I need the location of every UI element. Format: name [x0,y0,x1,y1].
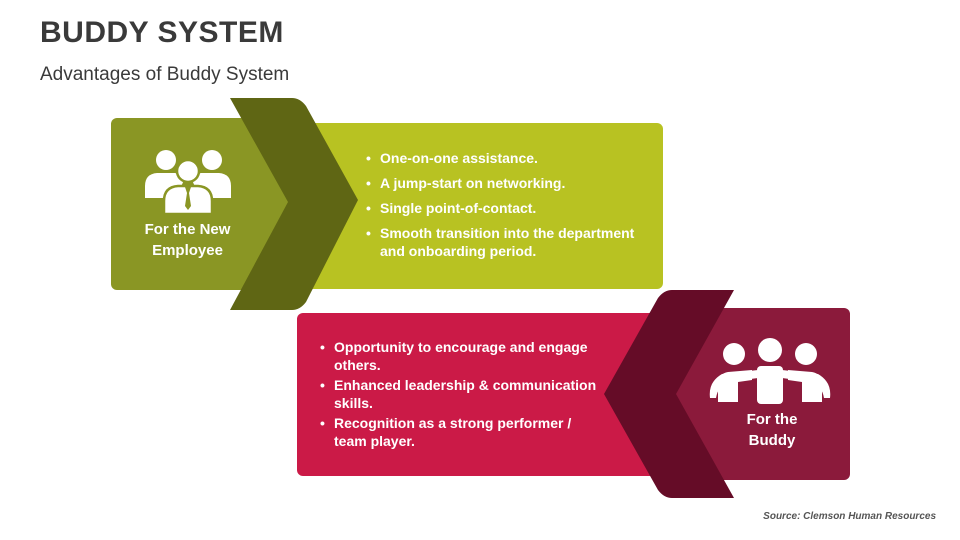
benefit-item: Smooth transition into the department an… [364,224,644,260]
source-citation: Source: Clemson Human Resources [763,511,936,522]
benefit-item: One-on-one assistance. [364,149,644,167]
benefit-item: Recognition as a strong performer / team… [318,414,604,450]
three-people-group-icon [145,150,231,216]
benefit-item: A jump-start on networking. [364,174,644,192]
benefit-item: Enhanced leadership & communication skil… [318,376,604,412]
slide-subtitle: Advantages of Buddy System [40,64,290,85]
benefit-item: Single point-of-contact. [364,199,644,217]
buddy-benefits-list: Opportunity to encourage and engage othe… [318,338,604,450]
new-employee-benefits-list: One-on-one assistance. A jump-start on n… [364,149,644,260]
people-embracing-icon [709,338,831,404]
benefit-item: Opportunity to encourage and engage othe… [318,338,604,374]
buddy-label: For the Buddy [746,411,798,449]
slide-title: BUDDY SYSTEM [40,16,284,49]
new-employee-label: For the New Employee [144,221,231,259]
